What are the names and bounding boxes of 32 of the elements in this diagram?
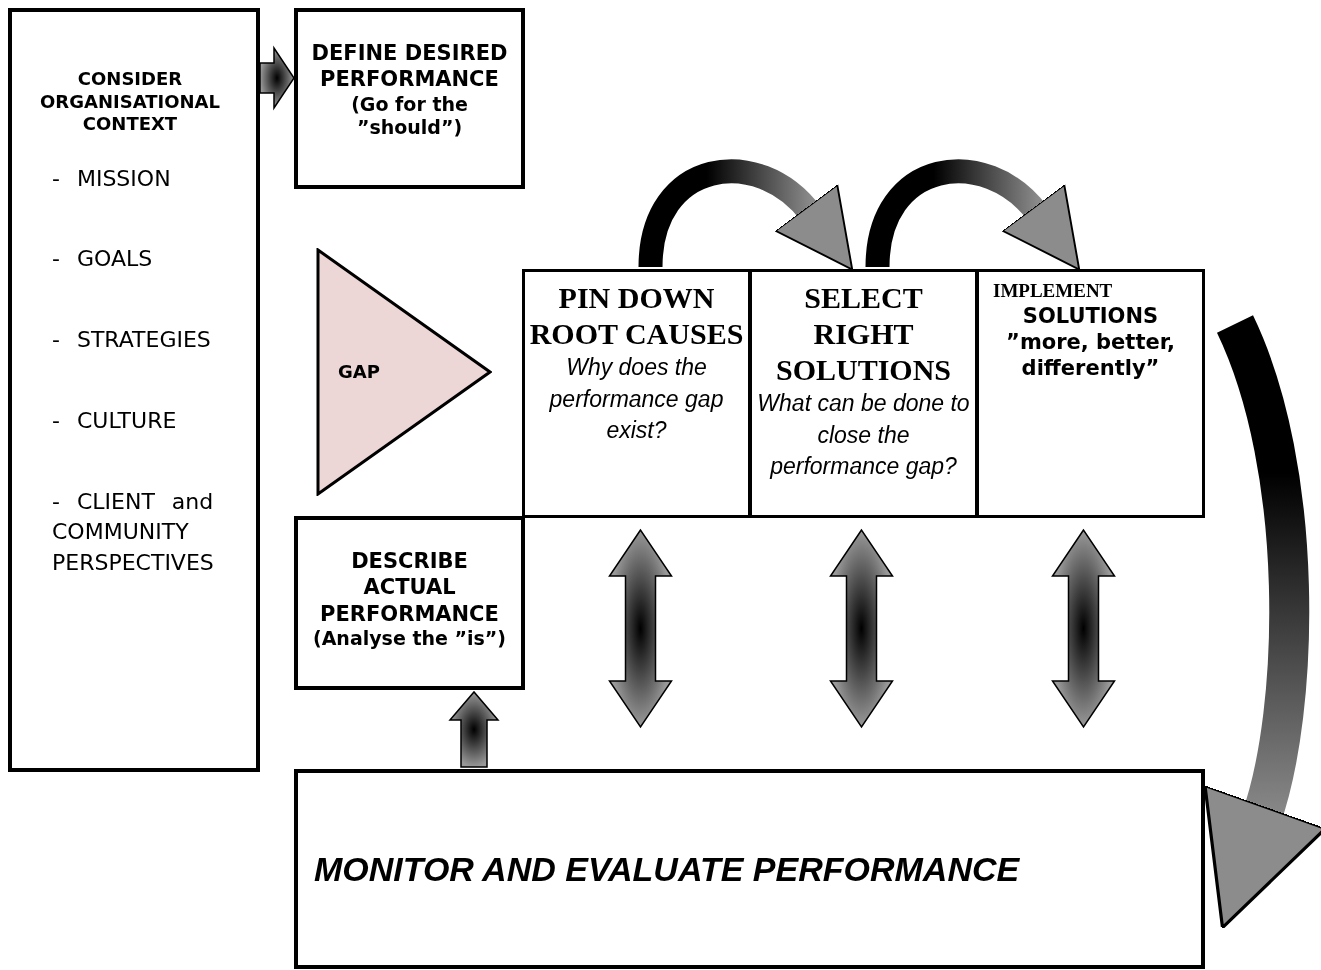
box-heading: PIN DOWN ROOT CAUSES: [529, 280, 744, 352]
box-heading: DESCRIBE ACTUAL PERFORMANCE: [319, 548, 500, 627]
box-question: Why does the performance gap exist?: [548, 353, 725, 446]
process-box: [294, 516, 525, 690]
block-arrow: [259, 45, 295, 111]
list-item: - MISSION: [52, 164, 172, 193]
box-note: (Go for the ”should”): [350, 92, 469, 140]
process-box: [976, 269, 1205, 518]
process-box: [294, 769, 1205, 969]
context-box: [8, 8, 260, 772]
box-note: (Analyse the ”is”): [312, 626, 506, 651]
block-arrow: [608, 528, 673, 729]
box-note: ”more, better, differently”: [1005, 329, 1176, 382]
list-item: - CULTURE: [52, 406, 178, 435]
process-box: [522, 269, 751, 518]
box-heading: IMPLEMENT: [993, 280, 1113, 303]
box-heading: SELECT RIGHT SOLUTIONS: [774, 280, 953, 388]
box-heading: CONSIDER ORGANISATIONAL CONTEXT: [39, 68, 221, 136]
block-arrow: [829, 528, 894, 729]
box-heading: MONITOR AND EVALUATE PERFORMANCE: [314, 849, 1021, 889]
process-box: [749, 269, 978, 518]
box-heading: DEFINE DESIRED PERFORMANCE: [310, 40, 509, 93]
block-arrow: [448, 690, 500, 768]
list-item: - STRATEGIES: [52, 326, 212, 355]
process-box: [294, 8, 525, 189]
box-heading: SOLUTIONS: [1021, 302, 1160, 330]
list-item: - CLIENT and COMMUNITY PERSPECTIVES: [52, 487, 215, 578]
gap-triangle: [316, 248, 492, 496]
gap-label: GAP: [338, 360, 381, 384]
box-question: What can be done to close the performance gap?: [756, 389, 971, 482]
block-arrow: [1051, 528, 1116, 729]
list-item: - GOALS: [52, 245, 154, 274]
